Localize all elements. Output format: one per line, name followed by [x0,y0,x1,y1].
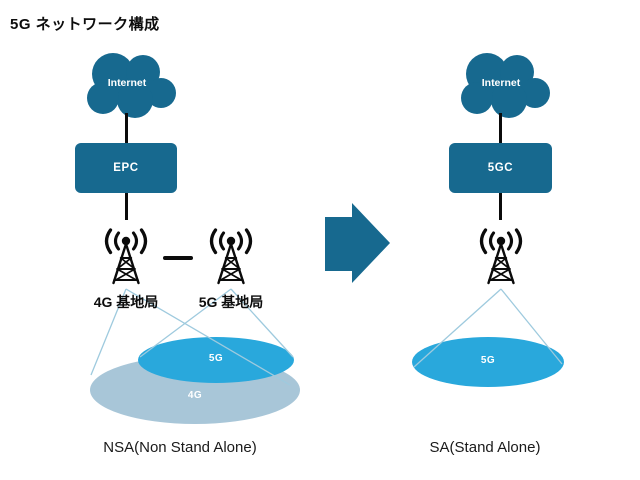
antenna-tower-icon-sa [479,228,523,285]
coverage-label-5g-nsa: 5G [208,353,224,364]
coverage-ellipse-5g-sa [412,337,564,387]
core-network-label: 5GC [487,162,514,174]
internet-cloud-icon [87,53,176,118]
connector-line [125,113,128,144]
tower-link-dash [163,256,193,260]
station-label-5g: 5G 基地局 [198,294,264,310]
core-network-box-5gc: 5GC [449,143,552,193]
nsa-caption: NSA(Non Stand Alone) [103,439,257,456]
internet-label: Internet [107,77,147,89]
coverage-cone-line [413,288,502,368]
coverage-cone-line [500,288,563,365]
antenna-tower-icon-4g [104,228,148,285]
internet-cloud-icon [461,53,550,118]
coverage-cone-line [139,288,232,358]
connector-line [499,113,502,144]
connector-line [125,193,128,220]
sa-caption: SA(Stand Alone) [429,439,541,456]
coverage-cone-line [125,288,291,386]
coverage-cone-line [230,288,294,358]
station-label-4g: 4G 基地局 [93,294,159,310]
connector-line [499,193,502,220]
coverage-cone-line [90,288,127,376]
coverage-label-5g-sa: 5G [480,355,496,366]
coverage-label-4g: 4G [187,390,203,401]
core-network-box-epc: EPC [75,143,177,193]
right-arrow-icon [325,203,390,283]
page-title: 5G ネットワーク構成 [10,16,160,33]
coverage-ellipse-5g-nsa [138,337,294,383]
antenna-tower-icon-5g [209,228,253,285]
internet-label: Internet [481,77,521,89]
core-network-label: EPC [113,162,139,174]
